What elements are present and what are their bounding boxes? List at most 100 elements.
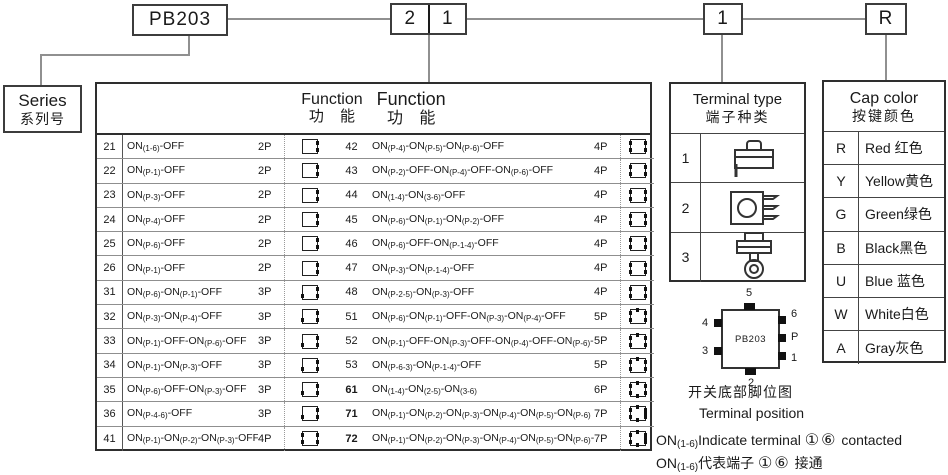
pin-diagram-cell: [620, 280, 654, 305]
function-code-number: 71: [345, 407, 358, 420]
function-code-box: 2 1: [390, 3, 467, 35]
poles-count: 4P: [594, 262, 608, 275]
function-header-left: Function 功 能: [301, 91, 363, 126]
pin-diagram-icon: [301, 357, 319, 373]
pin-diagram-cell: [284, 256, 335, 280]
poles-count: 5P: [594, 335, 608, 348]
connector-line: [743, 18, 865, 20]
function-code-left: 2: [392, 5, 430, 33]
function-description: ON(P-6)-ON(P-1)-OFF: [127, 285, 223, 299]
function-code-number: 53: [345, 359, 358, 372]
function-code-number: 47: [345, 262, 358, 275]
pin-diagram-icon: [301, 284, 319, 300]
chip-pin-label-6: 6: [791, 308, 798, 320]
cap-color-header: Cap color 按键颜色: [824, 82, 944, 132]
series-code-box: PB203: [132, 4, 228, 36]
screw-ring-terminal-icon: [701, 232, 804, 282]
pin-diagram-icon: [301, 309, 319, 325]
pin-diagram-cell: [620, 353, 654, 377]
pin-diagram-icon: [301, 333, 319, 349]
cap-color-code: W: [824, 297, 859, 331]
function-description: ON(P-6-3)-ON(P-1-4)-OFF: [372, 358, 482, 372]
connector-line: [885, 35, 887, 80]
pin-diagram-cell: [620, 232, 654, 256]
poles-count: 5P: [594, 310, 608, 323]
function-header-right: Function 功 能: [376, 88, 446, 127]
poles-count: 3P: [258, 335, 272, 348]
connector-line: [40, 54, 190, 56]
cap-color-code: A: [824, 331, 859, 365]
poles-count: 5P: [594, 359, 608, 372]
cap-color-code: R: [824, 132, 859, 165]
poles-count: 4P: [594, 237, 608, 250]
function-description: ON(P-1)-ON(P-2)-ON(P-3)-ON(P-4)-ON(P-5)-…: [372, 432, 594, 446]
function-table-row: 33 ON(P-1)-OFF-ON(P-6)-OFF 3P: [97, 329, 335, 354]
poles-count: 2P: [258, 262, 272, 275]
pin-diagram-cell: [284, 353, 335, 377]
function-code-number: 25: [97, 232, 123, 256]
pin-diagram-icon: [301, 406, 319, 422]
poles-count: 2P: [258, 164, 272, 177]
chip-bottom-view: PB203: [721, 309, 780, 369]
function-description: ON(P-6)-OFF-ON(P-3)-OFF: [127, 383, 247, 397]
pin-diagram-icon: [301, 431, 319, 447]
chip-pin-label-2: 2: [748, 377, 755, 389]
pin-diagram-cell: [620, 183, 654, 207]
pin-diagram-cell: [284, 329, 335, 353]
pin-diagram-icon: [628, 356, 647, 373]
pin-diagram-icon: [628, 381, 647, 399]
function-table-row: 53 ON(P-6-3)-ON(P-1-4)-OFF 5P: [335, 353, 654, 378]
connector-line: [467, 18, 703, 20]
note-indicate-zh: ON(1-6)代表端子 ①⑥ 接通: [656, 455, 823, 473]
poles-count: 4P: [594, 189, 608, 202]
function-table-header: Function 功 能 Function 功 能: [97, 84, 650, 135]
function-description: ON(1-4)-ON(3-6)-OFF: [372, 188, 466, 202]
poles-count: 4P: [594, 164, 608, 177]
function-code-right: 1: [441, 8, 453, 29]
function-description: ON(P-6)-OFF-ON(P-1-4)-OFF: [372, 237, 499, 251]
function-code-number: 43: [345, 164, 358, 177]
function-description: ON(P-1)-OFF-ON(P-3)-OFF-ON(P-4)-OFF-ON(P…: [372, 334, 594, 348]
chip-pin-4: [714, 319, 722, 327]
function-description: ON(P-1)-OFF: [127, 164, 186, 178]
chip-pin-label-4: 4: [702, 317, 709, 329]
chip-pin-3: [714, 347, 722, 355]
pin-diagram-cell: [284, 402, 335, 426]
series-label-zh: 系列号: [20, 110, 65, 127]
chip-pin-6: [778, 316, 786, 324]
function-description: ON(P-2-5)-ON(P-3)-OFF: [372, 285, 475, 299]
function-description: ON(1-6)-OFF: [127, 140, 185, 154]
function-code-number: 26: [97, 256, 123, 280]
function-description: ON(P-6)-ON(P-1)-OFF-ON(P-3)-ON(P-4)-OFF: [372, 310, 566, 324]
terminal-code: 1: [717, 8, 729, 29]
series-code: PB203: [148, 9, 212, 30]
function-code-number: 35: [97, 377, 123, 402]
function-code-number: 36: [97, 402, 123, 426]
function-code-number: 72: [345, 432, 358, 445]
circled-terminals: ①⑥: [758, 455, 791, 472]
function-description: ON(P-1)-OFF-ON(P-6)-OFF: [127, 334, 247, 348]
note-zh-title: 开关底部脚位图: [688, 384, 793, 400]
function-code-number: 33: [97, 329, 123, 353]
connector-line: [428, 35, 430, 82]
connector-line: [721, 35, 723, 82]
pin-diagram-icon: [302, 163, 319, 179]
function-table-row: 22 ON(P-1)-OFF 2P: [97, 159, 335, 184]
pin-diagram-icon: [628, 236, 647, 252]
terminal-type-row: 2: [671, 183, 804, 233]
function-code-number: 22: [97, 159, 123, 183]
cap-code: R: [878, 8, 894, 29]
